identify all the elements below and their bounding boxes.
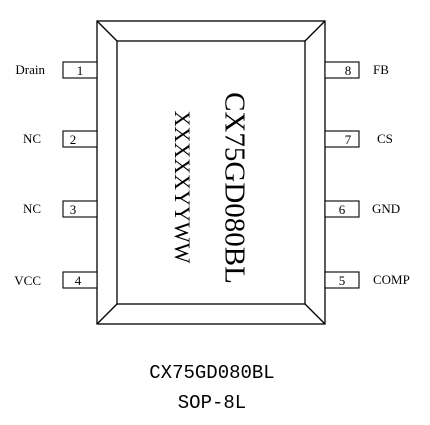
caption-part-number: CX75GD080BL [149,362,274,384]
pin-8-name: FB [373,62,389,77]
pin-8-number: 8 [345,63,352,78]
pin-3-name: NC [23,201,41,216]
pin-6-number: 6 [339,202,346,217]
pin-6-name: GND [372,201,400,216]
bevel-bottom-left [96,303,118,325]
pin-8: 8 FB [324,61,389,79]
pin-7-name: CS [377,131,393,146]
pin-7: 7 CS [324,130,393,148]
pin-4: VCC 4 [14,271,98,289]
pin-3-number: 3 [70,202,77,217]
pin-5-number: 5 [339,273,346,288]
pin-6-lead [324,200,360,218]
pin-1: Drain 1 [15,61,98,79]
pin-2-number: 2 [70,132,77,147]
pin-1-number: 1 [77,63,84,78]
bevel-top-right [304,20,326,42]
pin-8-lead [324,61,360,79]
chip-marking-part: CX75GD080BL [218,92,250,284]
pin-2: NC 2 [23,130,98,148]
pin-2-lead [62,130,98,148]
caption-package: SOP-8L [178,392,246,414]
pin-2-name: NC [23,131,41,146]
pin-4-lead [62,271,98,289]
bevel-bottom-right [304,303,326,325]
pin-3: NC 3 [23,200,98,218]
pin-6: 6 GND [324,200,400,218]
chip-package [96,20,326,325]
pin-3-lead [62,200,98,218]
pin-7-lead [324,130,360,148]
pin-1-lead [62,61,98,79]
chip-marking-code: XXXXXYYWW [170,111,195,264]
pin-7-number: 7 [345,132,352,147]
package-outer-outline [96,20,326,325]
pin-5-lead [324,271,360,289]
pin-4-number: 4 [75,273,82,288]
package-inner-outline [116,40,306,305]
pin-5: 5 COMP [324,271,410,289]
bevel-top-left [96,20,118,42]
pin-4-name: VCC [14,273,41,288]
pin-1-name: Drain [15,62,45,77]
pin-5-name: COMP [373,272,410,287]
